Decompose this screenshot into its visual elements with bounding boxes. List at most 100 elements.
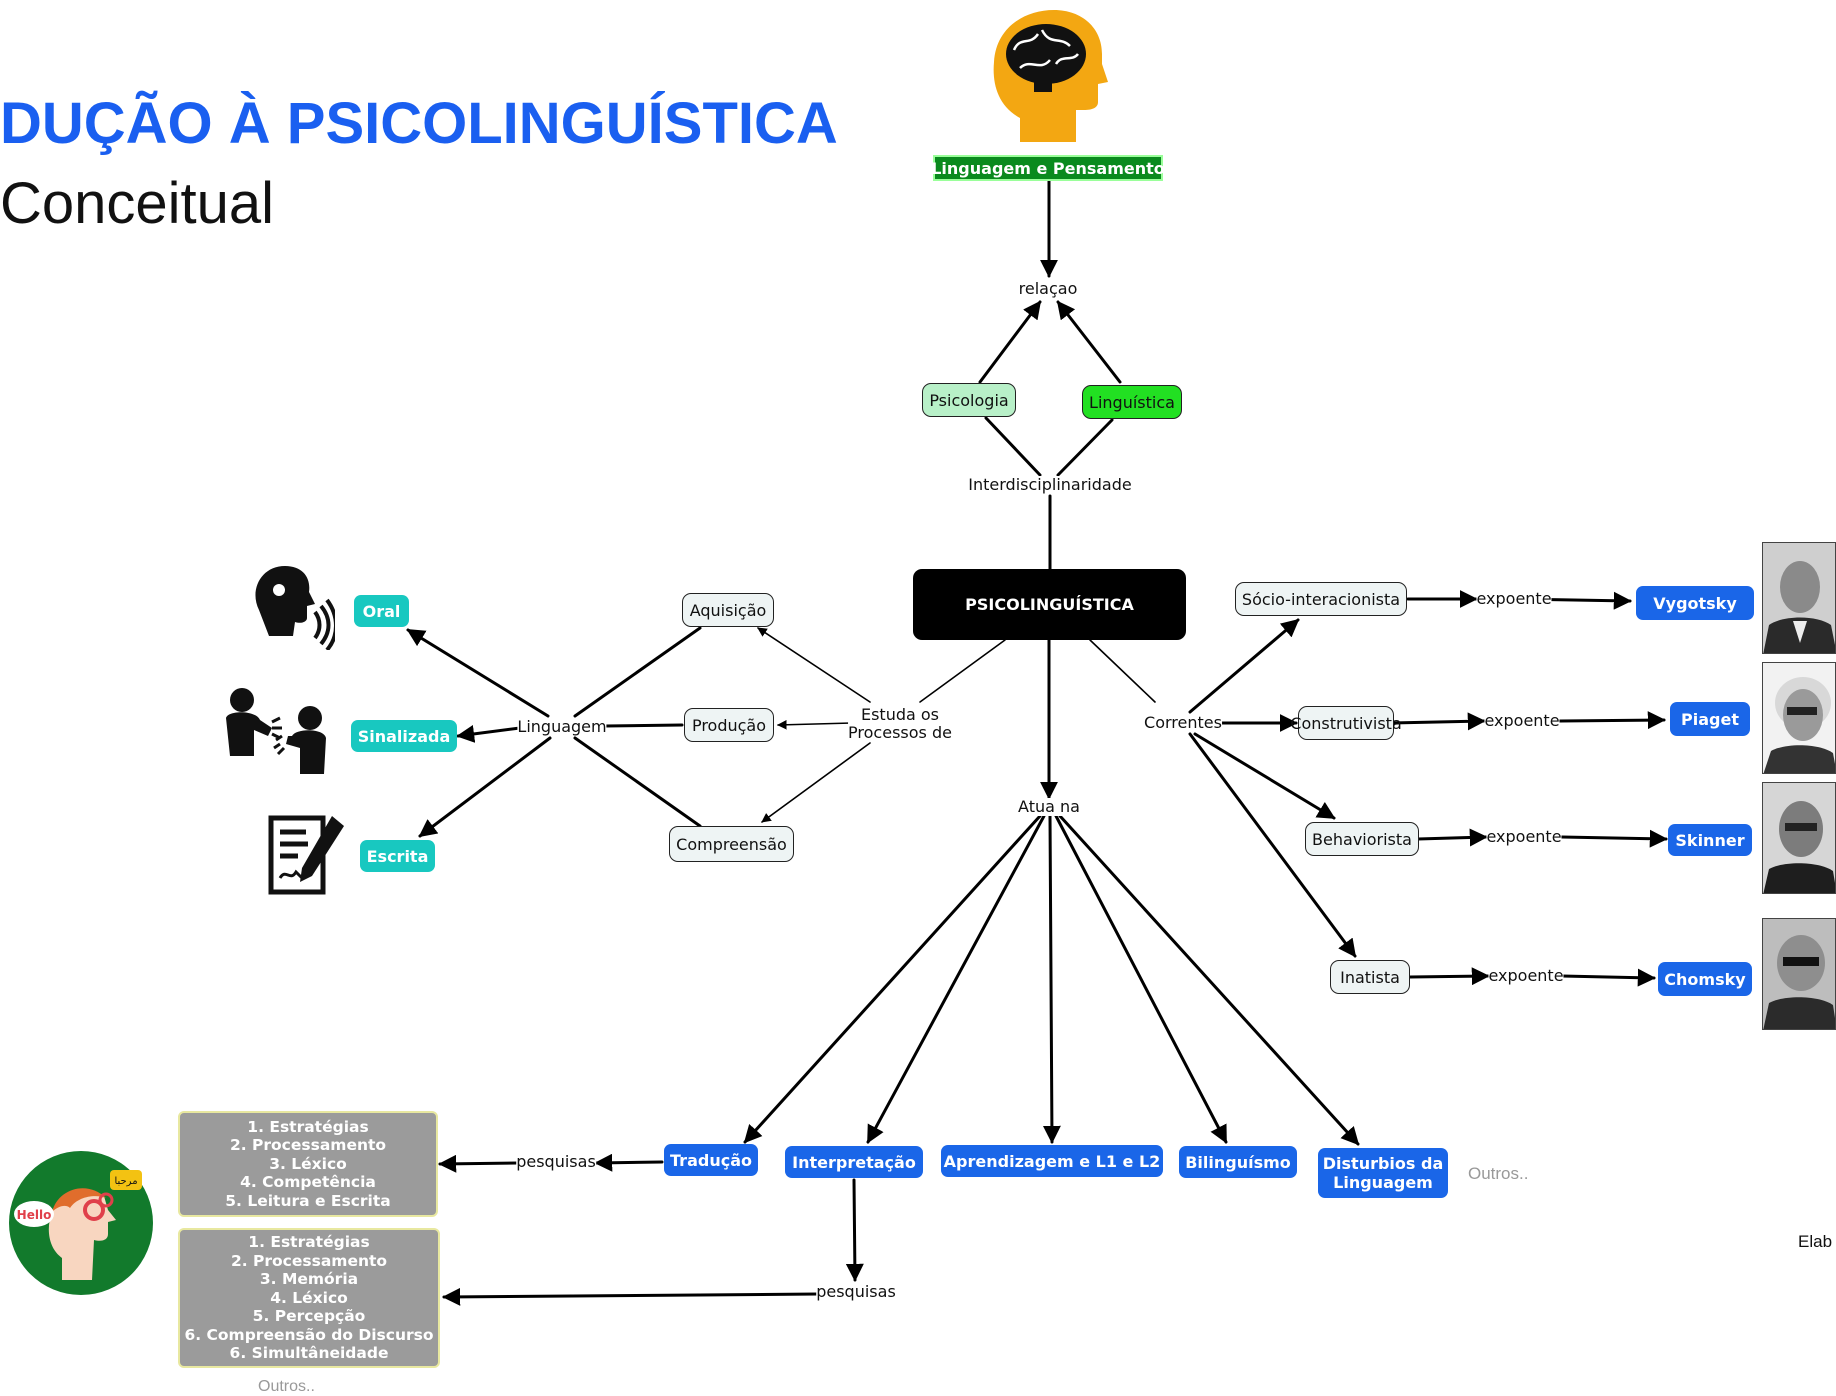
node-psicolinguistica[interactable]: PSICOLINGUÍSTICA [913, 569, 1186, 640]
node-aquisicao[interactable]: Aquisição [682, 593, 774, 627]
interpretacao-item-3: 3. Memória [259, 1270, 359, 1289]
link-pesquisas-1: pesquisas [516, 1152, 596, 1171]
page-title: DUÇÃO À PSICOLINGUÍSTICA [0, 91, 838, 156]
node-psicologia[interactable]: Psicologia [922, 383, 1016, 417]
node-socio-interacionista[interactable]: Sócio-interacionista [1235, 582, 1407, 616]
piaget-photo [1762, 662, 1836, 774]
vygotsky-photo [1762, 542, 1836, 654]
node-oral[interactable]: Oral [354, 595, 409, 627]
link-linguagem: Linguagem [517, 717, 607, 736]
edge-construtivista-expoente [1392, 712, 1486, 731]
traducao-item-5: 5. Leitura e Escrita [225, 1191, 391, 1210]
edge-producao-linguagem [603, 723, 684, 728]
node-bilinguismo[interactable]: Bilinguísmo [1179, 1146, 1297, 1178]
interpretacao-item-1: 1. Estratégias [248, 1233, 370, 1252]
traducao-item-4: 4. Competência [240, 1173, 376, 1192]
edge-estuda-producao [777, 719, 853, 730]
link-estuda-line1: Estuda os [860, 705, 940, 724]
traducao-item-2: 2. Processamento [229, 1136, 387, 1155]
edge-correntes-socio [1188, 618, 1300, 714]
interpretacao-item-2: 2. Processamento [230, 1251, 388, 1270]
link-interdisciplinaridade: Interdisciplinaridade [968, 475, 1132, 494]
brain-head-icon [993, 10, 1108, 142]
bilingual-head-icon: Hello مرحبا [9, 1151, 153, 1295]
link-pesquisas-2: pesquisas [816, 1282, 896, 1301]
edge-expoente-chomsky [1560, 968, 1656, 987]
edge-atua-interpretacao [866, 814, 1046, 1144]
edge-expoente-piaget [1558, 711, 1666, 730]
link-estuda-line2: Processos de [848, 723, 952, 742]
edge-traducao-pesquisas [594, 1153, 664, 1172]
page-subtitle: Conceitual [0, 171, 275, 236]
edge-behaviorista-expoente [1416, 828, 1488, 847]
node-traducao[interactable]: Tradução [664, 1144, 758, 1176]
edge-estuda-compreensao [761, 742, 871, 823]
node-escrita[interactable]: Escrita [360, 840, 435, 872]
edge-linguagem-oral [406, 628, 550, 718]
node-vygotsky[interactable]: Vygotsky [1636, 586, 1754, 620]
edge-atua-aprendizagem [1042, 814, 1061, 1144]
edge-interpretacao-pesquisas [845, 1178, 864, 1282]
edge-estuda-aquisicao [757, 627, 871, 703]
node-sinalizada[interactable]: Sinalizada [351, 720, 457, 752]
chomsky-photo [1762, 918, 1836, 1030]
edge-psico-estuda [919, 639, 1006, 703]
sign-language-icon [226, 688, 326, 774]
outros-bottom: Outros.. [258, 1378, 315, 1395]
edge-inatista-expoente [1408, 967, 1490, 986]
edge-atua-bilinguismo [1054, 814, 1228, 1144]
edge-psicologia-relacao [978, 300, 1042, 384]
link-atua-na: Atua na [1018, 797, 1080, 816]
traducao-item-1: 1. Estratégias [247, 1117, 369, 1136]
edge-pesquisas-list1 [438, 1154, 520, 1173]
interpretacao-item-5: 5. Percepção [252, 1307, 366, 1326]
link-expoente-1: expoente [1476, 589, 1552, 608]
node-disturbios[interactable]: Disturbios da Linguagem [1318, 1148, 1448, 1198]
node-disturbios-line1: Disturbios da [1322, 1154, 1444, 1173]
interpretacao-research-list: 1. Estratégias 2. Processamento 3. Memór… [178, 1228, 440, 1368]
node-compreensao[interactable]: Compreensão [669, 826, 794, 862]
node-inatista[interactable]: Inatista [1330, 960, 1410, 994]
edge-atua-disturbios [1058, 814, 1360, 1146]
link-expoente-3: expoente [1486, 827, 1562, 846]
node-interpretacao[interactable]: Interpretação [785, 1146, 923, 1178]
node-skinner[interactable]: Skinner [1668, 824, 1752, 856]
edge-correntes-inatista [1188, 732, 1357, 958]
edge-atua-traducao [743, 814, 1042, 1144]
edge-psico-correntes [1089, 639, 1156, 703]
edge-pesquisas-list2 [442, 1287, 820, 1306]
edge-correntes-behaviorista [1193, 732, 1336, 820]
node-behaviorista[interactable]: Behaviorista [1305, 822, 1419, 856]
marhaba-bubble-text: مرحبا [114, 1176, 137, 1187]
node-linguagem-pensamento[interactable]: Linguagem e Pensamento [931, 155, 1165, 181]
interpretacao-item-7: 6. Simultâneidade [229, 1344, 389, 1363]
node-chomsky[interactable]: Chomsky [1658, 962, 1752, 996]
outros-right: Outros.. [1468, 1164, 1529, 1183]
node-disturbios-line2: Linguagem [1333, 1173, 1433, 1192]
skinner-photo [1762, 782, 1836, 894]
interpretacao-item-6: 6. Compreensão do Discurso [184, 1325, 434, 1344]
node-linguistica[interactable]: Linguística [1082, 385, 1182, 419]
node-construtivista[interactable]: Construtivista [1290, 706, 1402, 740]
edge-linguistica-relacao [1056, 300, 1122, 384]
link-expoente-2: expoente [1484, 711, 1560, 730]
traducao-item-3: 3. Léxico [269, 1154, 347, 1173]
node-piaget[interactable]: Piaget [1670, 702, 1750, 736]
edge-compreensao-linguagem [573, 736, 702, 828]
link-correntes: Correntes [1144, 713, 1222, 732]
edge-linguagem-sinalizada [456, 725, 522, 743]
edge-expoente-skinner [1560, 829, 1668, 848]
elab-note: Elab [1798, 1232, 1833, 1251]
edge-inter-linguistica [1056, 418, 1114, 477]
link-expoente-4: expoente [1488, 966, 1564, 985]
speaking-head-icon [255, 566, 335, 650]
link-relacao: relaçao [1018, 279, 1078, 298]
node-aprendizagem[interactable]: Aprendizagem e L1 e L2 [941, 1145, 1163, 1177]
edge-linguagem-escrita [418, 736, 552, 838]
traducao-research-list: 1. Estratégias 2. Processamento 3. Léxic… [178, 1111, 438, 1217]
interpretacao-item-4: 4. Léxico [270, 1288, 348, 1307]
writing-document-icon [268, 815, 344, 895]
node-producao[interactable]: Produção [684, 708, 774, 742]
